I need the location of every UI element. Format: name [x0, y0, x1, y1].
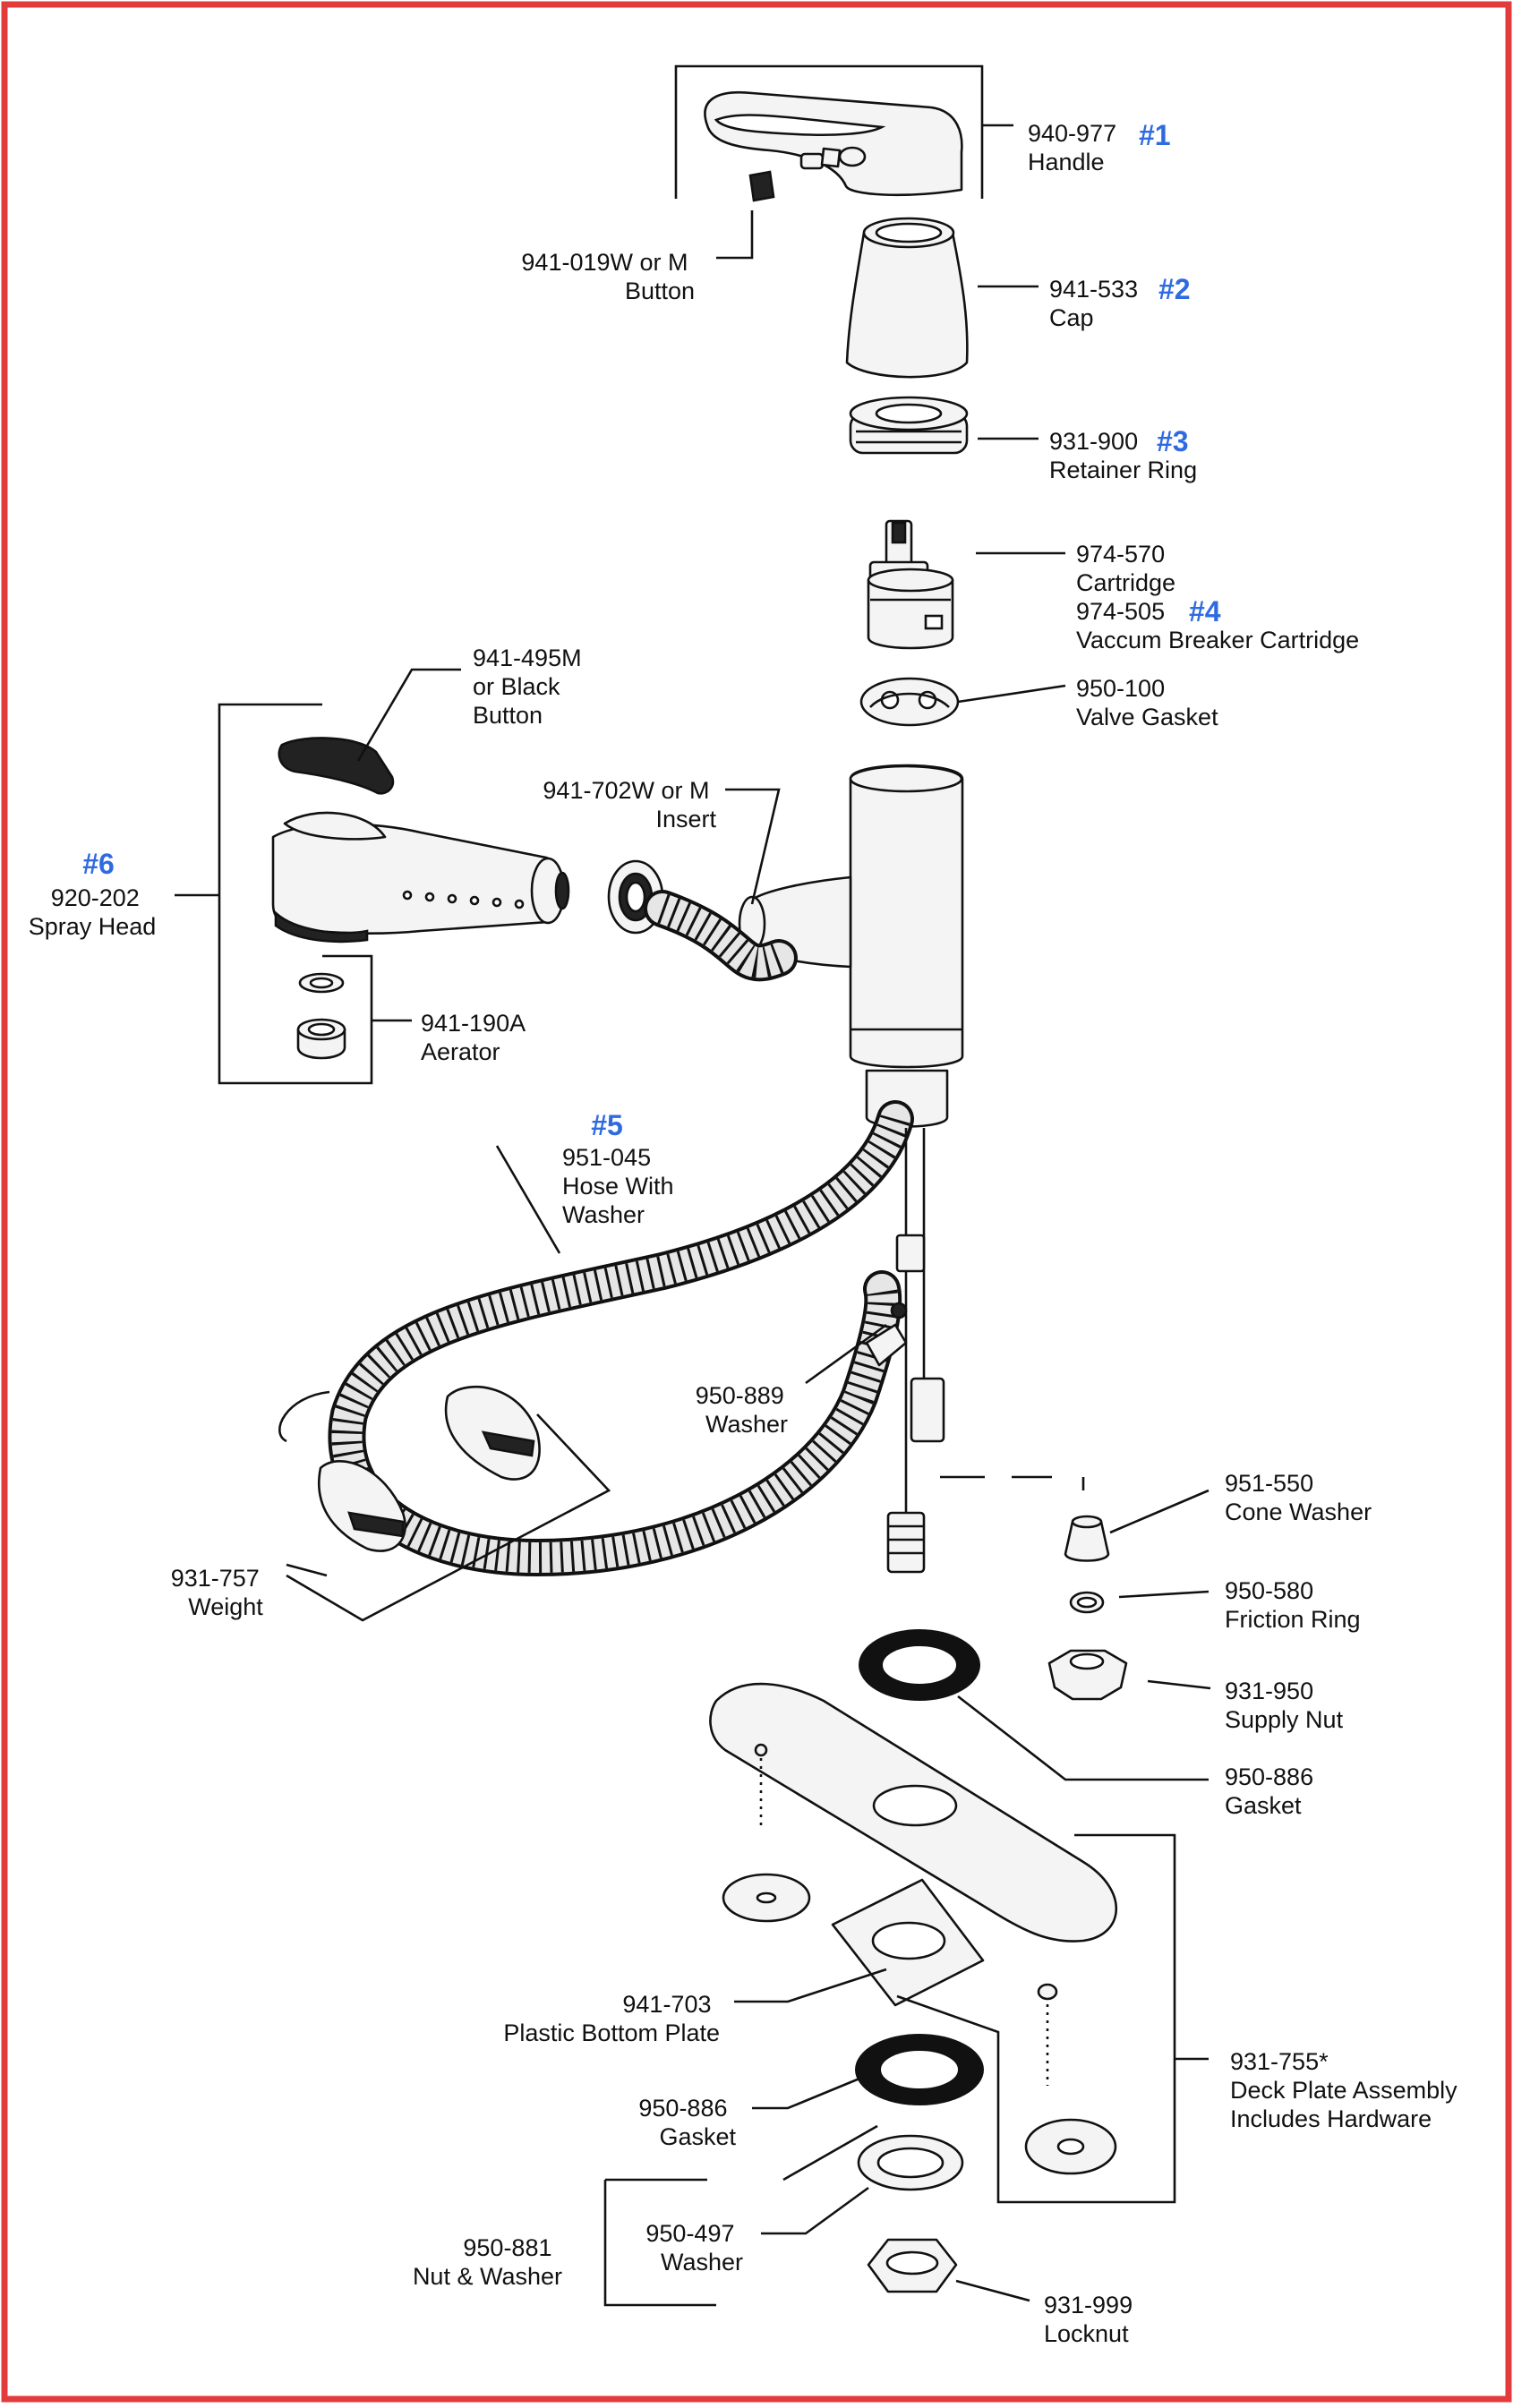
button-part [748, 170, 775, 202]
cap-part [845, 217, 969, 379]
label-handle: 940-977 Handle [1028, 120, 1124, 175]
bottom-plate-part [722, 1873, 985, 2007]
label-washer-497: 950-497 Washer [645, 2220, 743, 2276]
hose-fitting-part [865, 1323, 908, 1367]
callout-2: #2 [1158, 273, 1191, 305]
label-gasket-886-top: 950-886 Gasket [1225, 1763, 1321, 1819]
locknut-part [867, 2238, 958, 2293]
label-washer-889: 950-889 Washer [696, 1382, 791, 1438]
label-locknut: 931-999 Locknut [1044, 2292, 1140, 2347]
spray-head-part [271, 811, 570, 944]
mounting-stud-part [896, 1833, 1176, 2204]
label-gasket-886-bottom: 950-886 Gasket [638, 2095, 736, 2150]
label-cartridge: 974-570 Cartridge 974-505 Vaccum Breaker… [1076, 541, 1359, 653]
callout-6: #6 [82, 848, 115, 880]
callout-5: #5 [591, 1109, 623, 1141]
aerator-part [296, 972, 346, 1060]
callout-3: #3 [1157, 425, 1189, 457]
retainer-ring-part [849, 396, 969, 455]
label-black-button: 941-495M or Black Button [473, 645, 588, 729]
part-labels: 940-977 Handle 941-019W or M Button 941-… [29, 120, 1464, 2347]
handle-part [674, 64, 984, 199]
label-retainer-ring: 931-900 Retainer Ring [1049, 428, 1197, 483]
label-aerator: 941-190A Aerator [421, 1010, 531, 1065]
label-insert: 941-702W or M Insert [543, 777, 716, 833]
spray-head-bracket [218, 703, 373, 1085]
callout-1: #1 [1139, 119, 1171, 151]
label-weight: 931-757 Weight [171, 1565, 267, 1620]
deck-plate-part [709, 1682, 1118, 1943]
label-spray-head: 920-202 Spray Head [29, 884, 157, 940]
label-bottom-plate: 941-703 Plastic Bottom Plate [503, 1991, 720, 2046]
leader-lines [175, 124, 1211, 2302]
gasket-886-top-part [859, 1629, 980, 1701]
weight-part [278, 1386, 611, 1622]
label-deck-plate: 931-755* Deck Plate Assembly Includes Ha… [1230, 2048, 1464, 2132]
label-hose: 951-045 Hose With Washer [562, 1144, 680, 1228]
faucet-body-part [738, 764, 964, 1128]
valve-gasket-part [859, 677, 960, 727]
washer-497-part [857, 2134, 964, 2191]
cartridge-part [867, 519, 954, 650]
washer-889-part [890, 1302, 908, 1319]
label-friction-ring: 950-580 Friction Ring [1225, 1577, 1361, 1633]
gasket-886-bottom-part [855, 2034, 984, 2105]
supply-tube-part [886, 1128, 945, 1574]
label-supply-nut: 931-950 Supply Nut [1225, 1678, 1344, 1733]
callout-numbers: #1 #2 #3 #4 #5 #6 [82, 119, 1221, 1141]
callout-4: #4 [1189, 595, 1221, 628]
friction-ring-part [1069, 1591, 1105, 1614]
nut-washer-bracket [603, 2178, 716, 2307]
label-nut-washer: 950-881 Nut & Washer [413, 2234, 562, 2290]
label-valve-gasket: 950-100 Valve Gasket [1076, 675, 1218, 730]
cone-washer-part [1064, 1515, 1110, 1562]
label-button: 941-019W or M Button [521, 249, 695, 304]
label-cap: 941-533 Cap [1049, 276, 1145, 331]
label-cone-washer: 951-550 Cone Washer [1225, 1470, 1372, 1525]
supply-nut-part [1047, 1649, 1128, 1701]
